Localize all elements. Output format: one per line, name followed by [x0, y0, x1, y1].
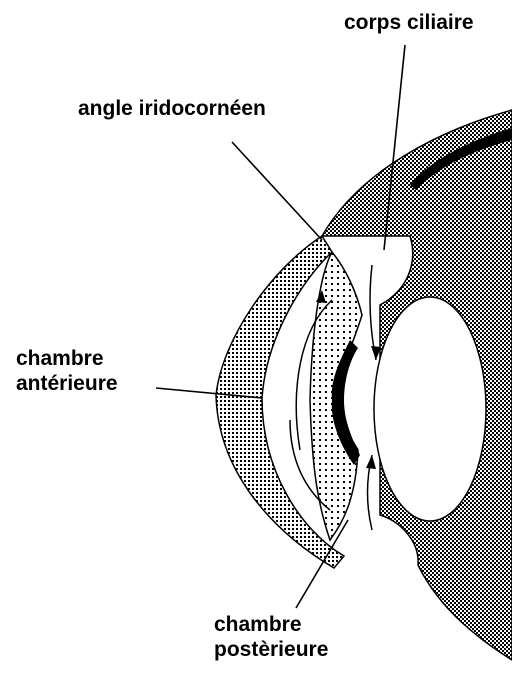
- label-chambre-anterieure-line2: antérieure: [16, 371, 118, 396]
- label-chambre-anterieure-line1: chambre: [16, 346, 118, 371]
- label-chambre-posterieure-line2: postèrieure: [214, 637, 328, 662]
- label-chambre-anterieure: chambre antérieure: [16, 346, 118, 396]
- label-corps-ciliaire: corps ciliaire: [344, 10, 474, 35]
- lens: [374, 297, 486, 521]
- label-angle-iridocorneen: angle iridocornéen: [78, 96, 266, 121]
- label-chambre-posterieure: chambre postèrieure: [214, 612, 328, 662]
- label-chambre-posterieure-line1: chambre: [214, 612, 328, 637]
